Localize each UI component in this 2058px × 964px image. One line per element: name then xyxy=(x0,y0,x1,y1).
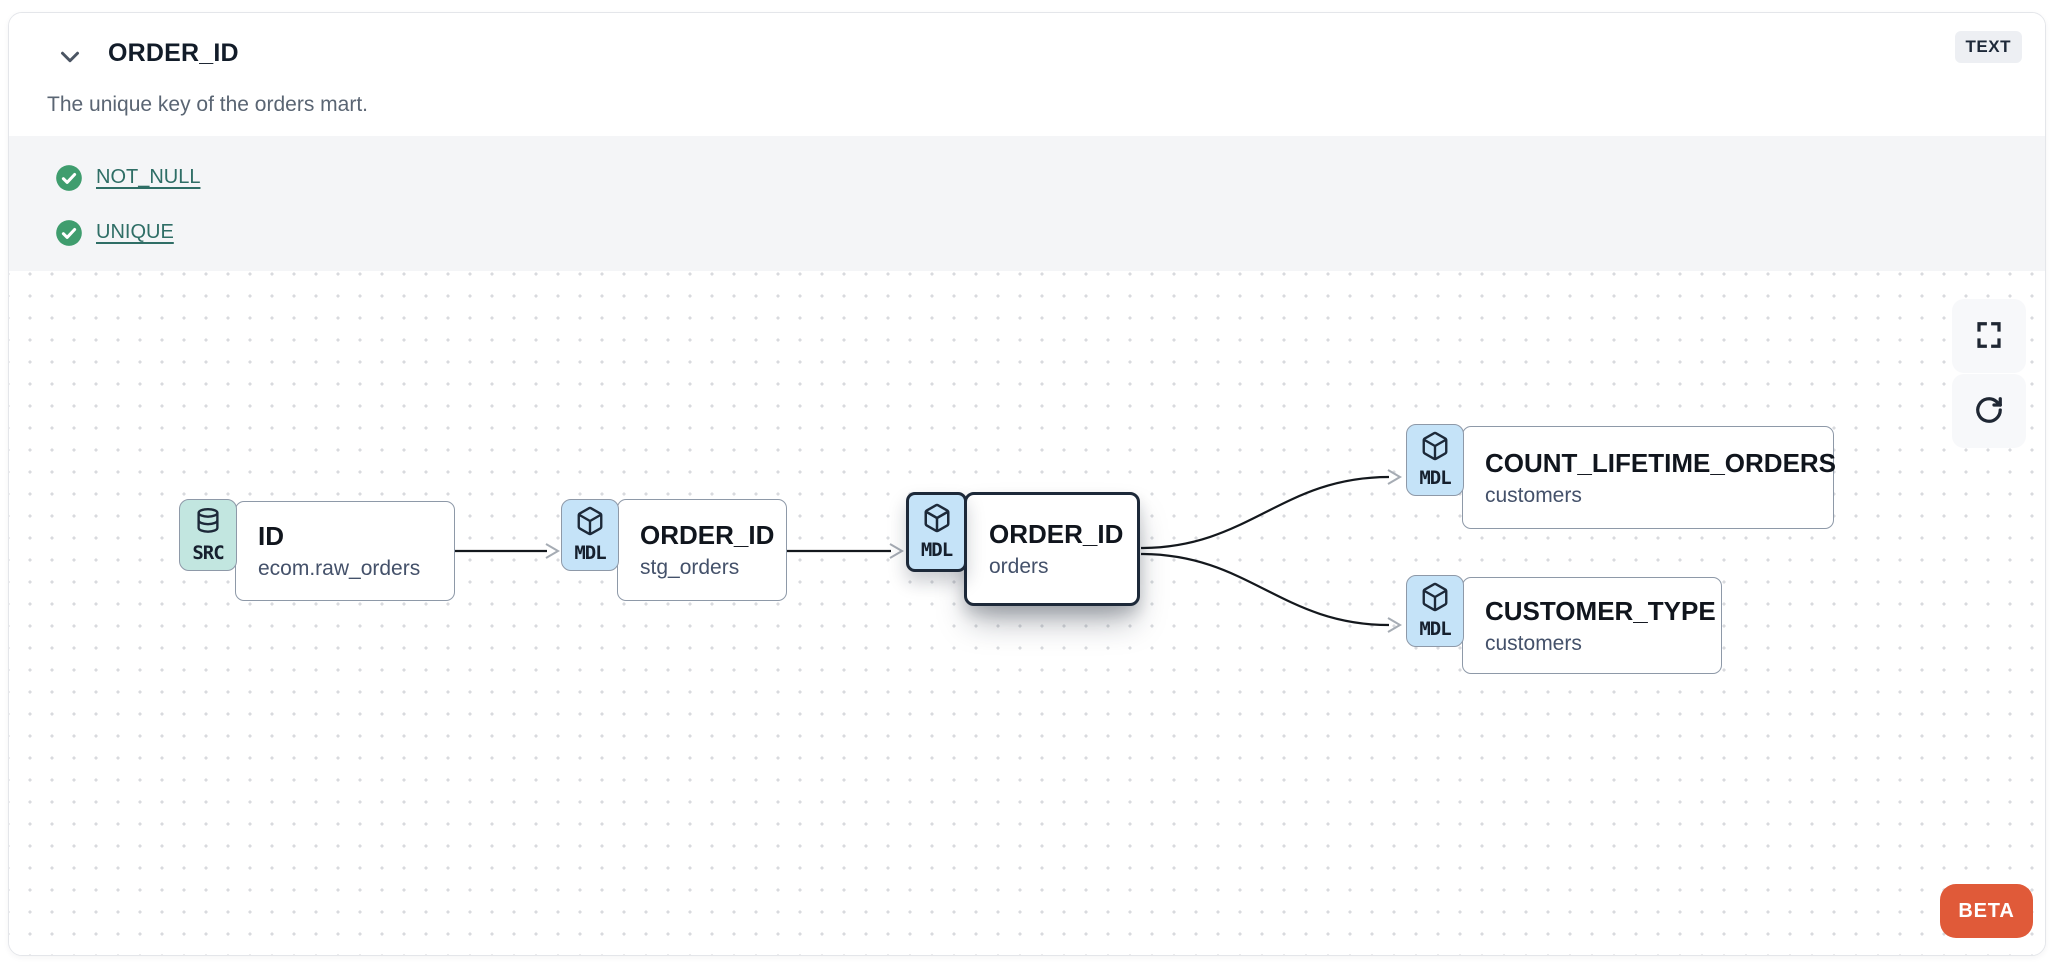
node-title: ORDER_ID xyxy=(989,519,1124,549)
test-link-not-null[interactable]: NOT_NULL xyxy=(96,166,201,188)
node-badge: MDL xyxy=(1406,575,1464,647)
check-circle-icon xyxy=(55,219,83,247)
node-title: ID xyxy=(258,521,284,551)
tests-section: NOT_NULL UNIQUE xyxy=(9,136,2045,271)
cube-icon xyxy=(575,506,605,541)
lineage-canvas[interactable]: SRC ID ecom.raw_orders MDL ORDER_ID stg_… xyxy=(9,271,2045,955)
test-row: UNIQUE xyxy=(55,205,2045,260)
cube-icon xyxy=(1420,431,1450,466)
chevron-down-icon xyxy=(55,42,85,75)
refresh-view-button[interactable] xyxy=(1952,374,2026,448)
collapse-toggle[interactable] xyxy=(51,41,89,75)
header: ORDER_ID TEXT The unique key of the orde… xyxy=(9,13,2045,136)
node-badge-label: MDL xyxy=(574,542,606,564)
cube-icon xyxy=(1420,582,1450,617)
node-badge-label: MDL xyxy=(1419,467,1451,489)
cube-icon xyxy=(922,503,952,538)
column-title: ORDER_ID xyxy=(108,39,239,67)
node-badge: SRC xyxy=(179,499,237,571)
node-subtitle: orders xyxy=(989,555,1049,578)
node-title: COUNT_LIFETIME_ORDERS xyxy=(1485,447,1837,478)
lineage-node-stg-orders[interactable]: MDL ORDER_ID stg_orders xyxy=(561,499,787,601)
node-badge-label: MDL xyxy=(920,539,953,561)
test-row: NOT_NULL xyxy=(55,150,2045,205)
refresh-icon xyxy=(1974,395,2004,428)
fullscreen-icon xyxy=(1974,320,2004,353)
lineage-node-count-lifetime-orders[interactable]: MDL COUNT_LIFETIME_ORDERS customers xyxy=(1406,424,1837,529)
node-badge: MDL xyxy=(906,492,967,572)
test-link-unique[interactable]: UNIQUE xyxy=(96,221,174,243)
lineage-node-customer-type[interactable]: MDL CUSTOMER_TYPE customers xyxy=(1406,575,1722,674)
lineage-edges xyxy=(454,469,1402,633)
node-subtitle: ecom.raw_orders xyxy=(258,557,421,580)
lineage-node-source[interactable]: SRC ID ecom.raw_orders xyxy=(179,499,455,601)
check-circle-icon xyxy=(55,164,83,192)
node-badge-label: SRC xyxy=(192,542,224,564)
node-subtitle: stg_orders xyxy=(640,556,740,579)
column-details-card: ORDER_ID TEXT The unique key of the orde… xyxy=(8,12,2046,956)
node-title: ORDER_ID xyxy=(640,520,775,550)
lineage-node-orders-selected[interactable]: MDL ORDER_ID orders xyxy=(906,492,1140,606)
node-badge: MDL xyxy=(1406,424,1464,496)
fullscreen-button[interactable] xyxy=(1952,299,2026,373)
node-badge-label: MDL xyxy=(1419,618,1451,640)
node-subtitle: customers xyxy=(1485,631,1582,655)
node-title: CUSTOMER_TYPE xyxy=(1485,595,1716,626)
column-description: The unique key of the orders mart. xyxy=(47,93,368,116)
database-icon xyxy=(193,506,223,541)
beta-badge[interactable]: BETA xyxy=(1940,884,2033,938)
node-badge: MDL xyxy=(561,499,619,571)
column-type-badge: TEXT xyxy=(1954,31,2022,63)
node-subtitle: customers xyxy=(1485,483,1582,507)
